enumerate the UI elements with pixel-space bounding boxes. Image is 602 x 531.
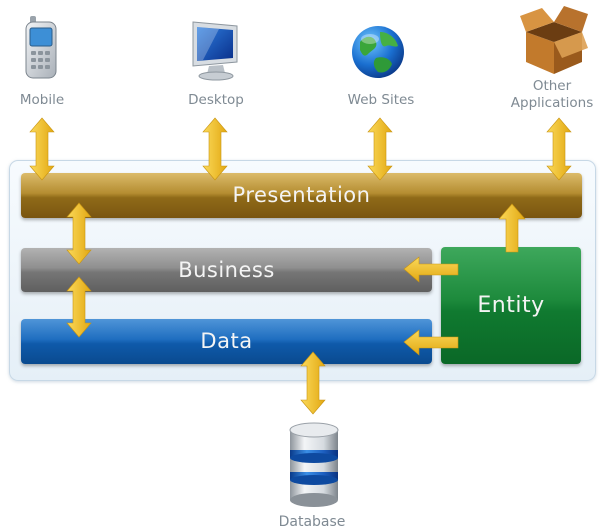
- business-layer-label: Business: [178, 258, 275, 282]
- data-layer: Data: [21, 319, 432, 364]
- entity-layer-label: Entity: [477, 293, 545, 318]
- entity-presentation-arrow: [498, 203, 526, 253]
- other-applications-line1: Other: [532, 78, 572, 94]
- desktop-monitor-icon: [192, 21, 238, 81]
- data-database-arrow: [300, 351, 326, 415]
- globe-icon: [352, 26, 404, 78]
- cardboard-box-icon: [520, 6, 588, 74]
- database-label: Database: [278, 514, 346, 530]
- other-apps-presentation-arrow: [546, 117, 572, 181]
- presentation-business-arrow: [66, 202, 92, 265]
- desktop-label: Desktop: [188, 92, 244, 108]
- entity-business-arrow: [403, 256, 459, 283]
- business-data-arrow: [66, 276, 92, 338]
- entity-layer: Entity: [441, 247, 581, 364]
- mobile-label: Mobile: [19, 92, 65, 108]
- database-icon: [289, 422, 339, 507]
- entity-data-arrow: [403, 329, 459, 356]
- mobile-phone-icon: [25, 16, 57, 79]
- other-applications-line2: Applications: [510, 95, 594, 111]
- mobile-presentation-arrow: [29, 117, 55, 181]
- presentation-layer: Presentation: [21, 173, 582, 218]
- websites-presentation-arrow: [367, 117, 393, 181]
- other-applications-label: Other Applications: [500, 78, 602, 112]
- desktop-presentation-arrow: [202, 117, 228, 181]
- presentation-layer-label: Presentation: [232, 183, 371, 207]
- web-sites-label: Web Sites: [347, 92, 415, 108]
- business-layer: Business: [21, 248, 432, 292]
- data-layer-label: Data: [200, 329, 253, 353]
